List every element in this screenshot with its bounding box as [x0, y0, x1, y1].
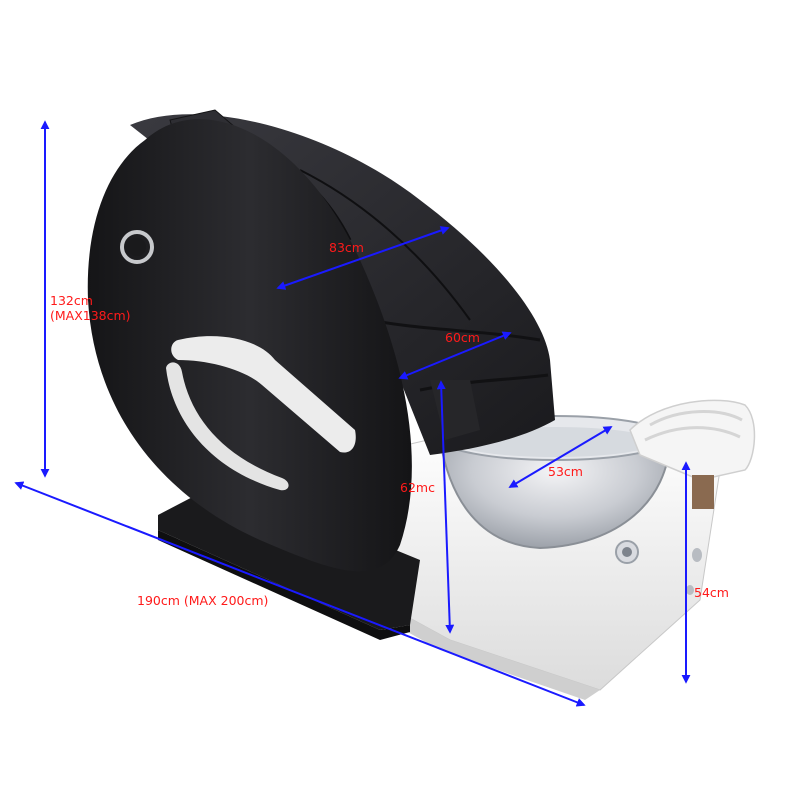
backrest-arrow [276, 226, 450, 290]
seat-width-arrow [398, 331, 512, 380]
footrest-height-label: 54cm [694, 585, 729, 600]
basin-width-label: 53cm [548, 464, 583, 479]
seat-height-arrow [436, 380, 455, 634]
basin-arrow [508, 426, 613, 488]
height-max-value: (MAX138cm) [50, 308, 131, 323]
height-label: 132cm (MAX138cm) [50, 293, 131, 323]
length-arrow [14, 481, 586, 707]
backrest-length-label: 83cm [329, 240, 364, 255]
footrest [629, 399, 756, 509]
dimension-arrows [14, 120, 691, 707]
seat-height-label: 62mc [400, 480, 435, 495]
height-value: 132cm [50, 293, 93, 308]
length-label: 190cm (MAX 200cm) [137, 593, 269, 608]
seat-width-label: 60cm [445, 330, 480, 345]
